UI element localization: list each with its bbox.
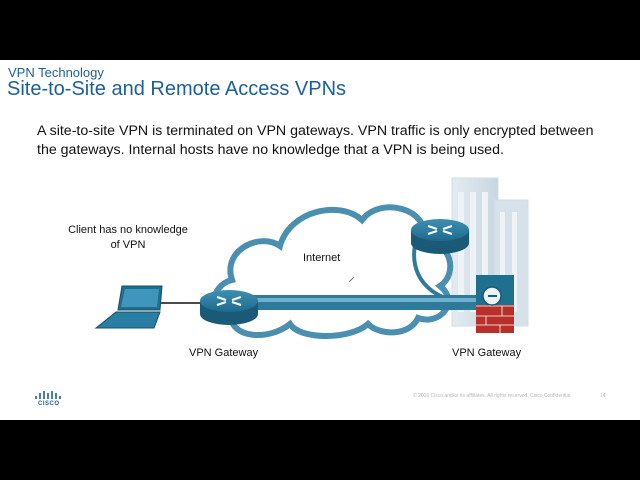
page-number: 14: [600, 393, 606, 399]
vpn-gateway-left-label: VPN Gateway: [189, 347, 259, 359]
section-kicker: VPN Technology: [8, 65, 104, 80]
router-icon: [200, 290, 258, 325]
cursor-icon: [348, 276, 355, 283]
slide-body-text: A site-to-site VPN is terminated on VPN …: [37, 123, 594, 158]
cisco-logo-text: CISCO: [38, 401, 60, 407]
footer-copyright: © 2016 Cisco and/or its affiliates. All …: [413, 393, 571, 399]
vpn-tunnel: [232, 295, 478, 310]
internet-label: Internet: [303, 252, 341, 264]
router-icon: [411, 219, 469, 254]
laptop-icon: [94, 285, 163, 329]
cisco-logo-icon: [35, 391, 61, 399]
slide-title: Site-to-Site and Remote Access VPNs: [7, 78, 347, 100]
vpn-gateway-right-label: VPN Gateway: [452, 347, 522, 359]
slide: VPN Technology Site-to-Site and Remote A…: [0, 60, 640, 420]
vpn-diagram: [94, 177, 529, 339]
client-label: Client has no knowledge of VPN: [68, 224, 188, 251]
firewall-icon: [476, 275, 514, 333]
